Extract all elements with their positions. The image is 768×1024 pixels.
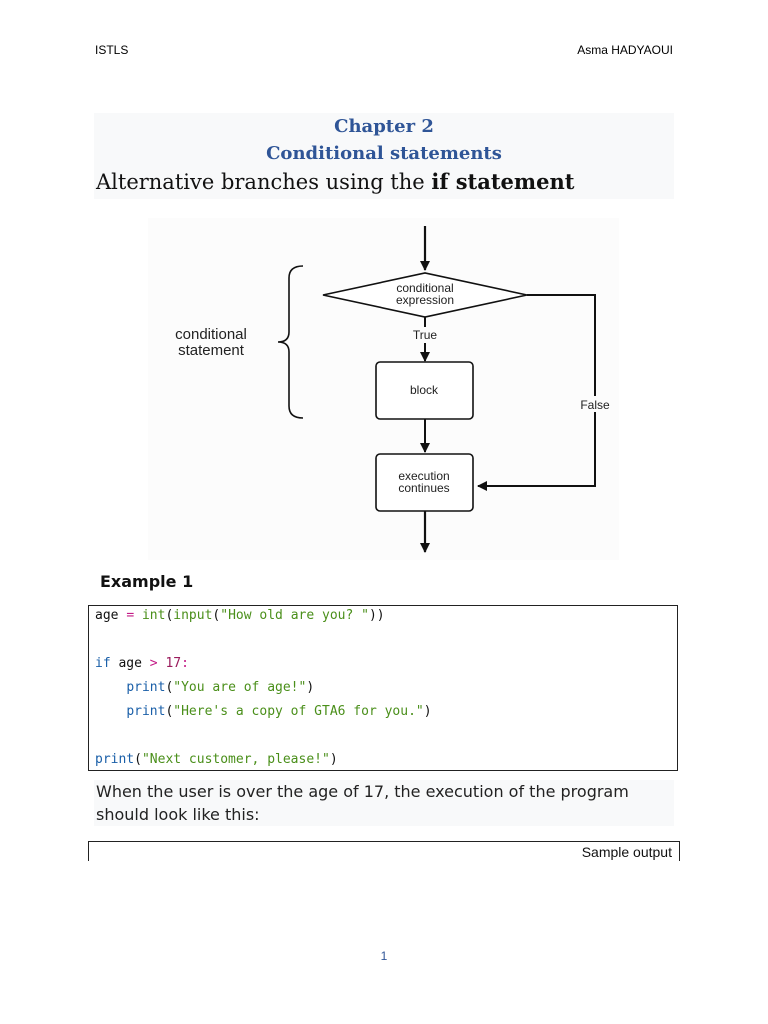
- explanation-paragraph: When the user is over the age of 17, the…: [94, 780, 674, 826]
- code-token: "Here's a copy of GTA6 for you.": [173, 704, 424, 719]
- code-token: "You are of age!": [173, 680, 307, 695]
- block-label: block: [410, 383, 439, 397]
- code-token: :: [181, 656, 189, 671]
- code-token: =: [126, 608, 135, 623]
- heading-text: Alternative branches using the: [96, 170, 432, 194]
- code-token: (: [134, 752, 142, 767]
- header-left: ISTLS: [95, 43, 129, 57]
- code-token: [95, 680, 126, 695]
- code-line-5: print("Next customer, please!"): [95, 752, 338, 767]
- page-number: 1: [380, 949, 388, 963]
- code-token: ): [423, 704, 432, 719]
- code-token: )): [368, 608, 385, 623]
- code-token: print: [126, 680, 166, 695]
- chapter-title: Chapter 2: [334, 116, 434, 137]
- statement-brace: [277, 265, 304, 419]
- code-token: (: [165, 680, 174, 695]
- decision-label-2: expression: [396, 293, 454, 307]
- code-line-1: age = int(input("How old are you? ")): [95, 608, 385, 623]
- if-flowchart: conditional expression True block execut…: [148, 218, 619, 560]
- title-block: Chapter 2 Conditional statements Alterna…: [94, 113, 674, 199]
- code-token: if: [95, 656, 111, 671]
- code-token: (: [165, 704, 174, 719]
- sample-output-box: Sample output: [88, 841, 680, 861]
- decision-label-1: conditional: [396, 281, 453, 295]
- code-token: (: [165, 608, 174, 623]
- heading-bold-text: if statement: [431, 169, 575, 194]
- code-token: (: [212, 608, 221, 623]
- sample-output-label: Sample output: [581, 844, 672, 860]
- chapter-subtitle: Conditional statements: [266, 143, 502, 164]
- code-line-2: if age > 17:: [95, 656, 189, 671]
- code-token: "Next customer, please!": [141, 752, 330, 767]
- code-token: "How old are you? ": [220, 608, 369, 623]
- code-token: print: [126, 704, 166, 719]
- code-token: age: [95, 608, 127, 623]
- section-heading: Alternative branches using the if statem…: [96, 169, 574, 194]
- code-token: 17: [165, 656, 182, 671]
- code-token: [134, 608, 142, 623]
- true-label: True: [413, 328, 438, 342]
- example-title: Example 1: [100, 572, 194, 591]
- code-token: >: [149, 656, 158, 671]
- exec-label-2: continues: [398, 481, 449, 495]
- code-token: int: [141, 608, 166, 623]
- false-label: False: [580, 398, 610, 412]
- code-token: [95, 704, 126, 719]
- code-token: print: [95, 752, 135, 767]
- flowchart-svg: conditional expression True block execut…: [175, 226, 618, 553]
- exec-label-1: execution: [398, 469, 449, 483]
- code-block: age = int(input("How old are you? ")) if…: [88, 605, 678, 771]
- brace-label-2: statement: [178, 342, 245, 359]
- false-path: [477, 294, 596, 491]
- false-label-bg: [572, 396, 618, 412]
- code-token: input: [173, 608, 213, 623]
- code-token: ): [306, 680, 315, 695]
- code-line-3: print("You are of age!"): [95, 680, 314, 695]
- brace-label-1: conditional: [175, 326, 247, 343]
- code-token: age: [110, 656, 150, 671]
- code-line-4: print("Here's a copy of GTA6 for you."): [95, 704, 432, 719]
- code-token: ): [329, 752, 338, 767]
- header-right: Asma HADYAOUI: [577, 43, 673, 57]
